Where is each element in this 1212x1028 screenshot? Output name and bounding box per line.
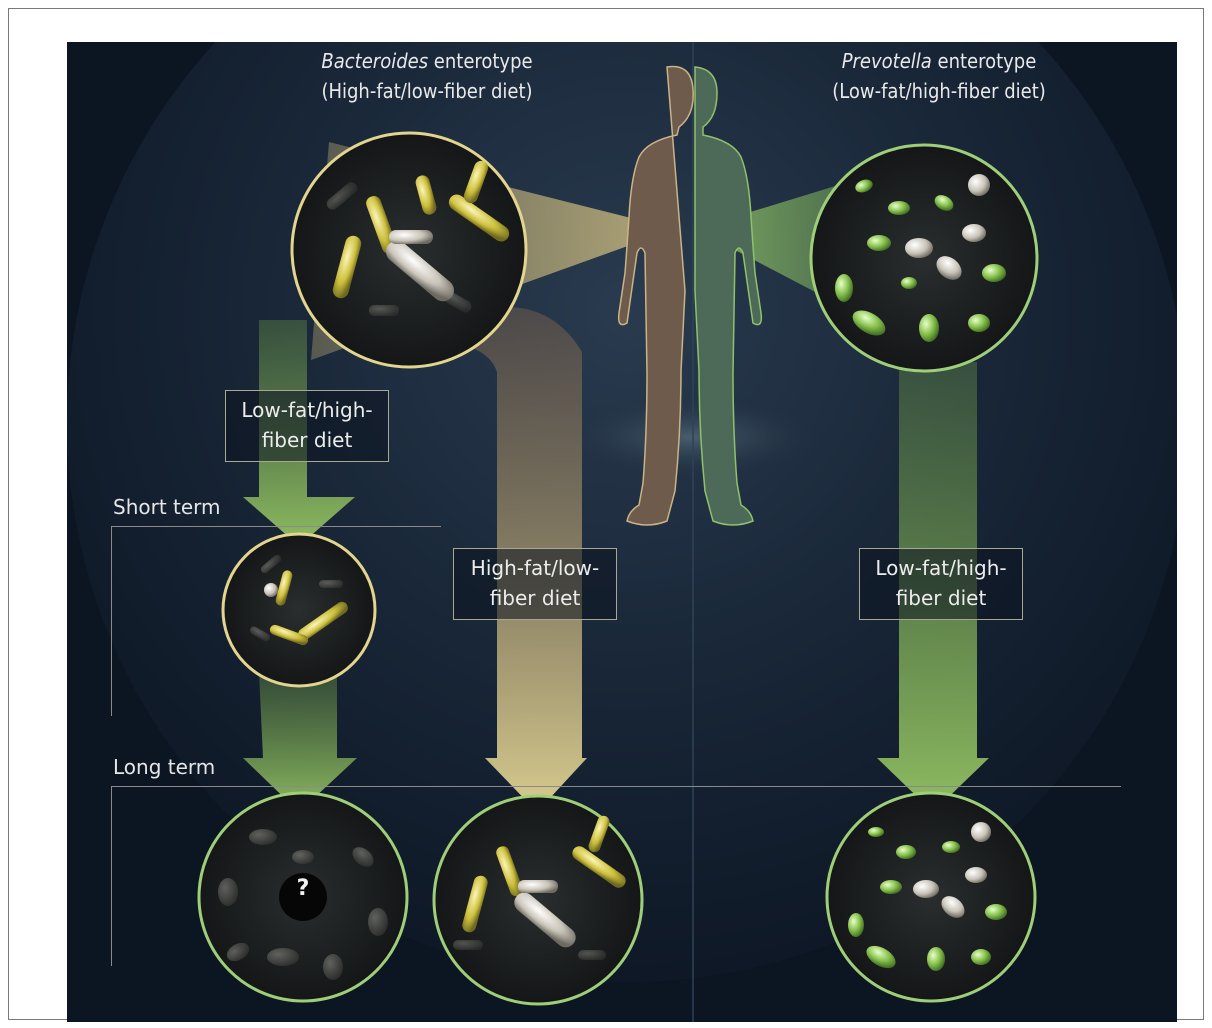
label-left-top-diet: Low-fat/high- fiber diet: [225, 390, 389, 462]
label-left-top-line2: fiber diet: [226, 425, 388, 455]
short-term-label: Short term: [113, 495, 221, 519]
prevotella-enterotype-word: enterotype: [932, 49, 1036, 73]
bacteroides-name: Bacteroides: [321, 49, 428, 73]
prevotella-header: Prevotella enterotype (Low-fat/high-fibe…: [789, 46, 1089, 106]
label-right-line2: fiber diet: [860, 583, 1022, 613]
prevotella-name: Prevotella: [842, 49, 932, 73]
floor-light: [552, 392, 832, 482]
figure-frame: Bacteroides enterotype (High-fat/low-fib…: [8, 8, 1204, 1020]
short-term-circle: [223, 534, 375, 686]
label-right-diet: Low-fat/high- fiber diet: [859, 548, 1023, 620]
prevotella-circle: [811, 145, 1037, 371]
short-term-line: [111, 526, 441, 527]
long-term-label: Long term: [113, 755, 215, 779]
label-left-top-line1: Low-fat/high-: [226, 395, 388, 425]
bacteroides-enterotype-word: enterotype: [428, 49, 532, 73]
long-term-bacteroides-circle: [434, 796, 642, 1004]
bacteroides-circle: [292, 133, 526, 367]
bacteroides-header: Bacteroides enterotype (High-fat/low-fib…: [277, 46, 577, 106]
bacteroides-diet: (High-fat/low-fiber diet): [277, 76, 577, 106]
short-term-vline: [111, 526, 112, 716]
label-right-line1: Low-fat/high-: [860, 553, 1022, 583]
unknown-question-mark: ?: [291, 876, 315, 901]
prevotella-diet: (Low-fat/high-fiber diet): [789, 76, 1089, 106]
diagram-artwork: [67, 42, 1177, 1022]
long-term-line: [111, 786, 1121, 787]
label-middle-line1: High-fat/low-: [454, 553, 616, 583]
label-middle-diet: High-fat/low- fiber diet: [453, 548, 617, 620]
label-middle-line2: fiber diet: [454, 583, 616, 613]
long-term-prevotella-circle: [827, 793, 1035, 1001]
long-term-vline: [111, 786, 112, 966]
diagram-panel: Bacteroides enterotype (High-fat/low-fib…: [67, 42, 1177, 1022]
